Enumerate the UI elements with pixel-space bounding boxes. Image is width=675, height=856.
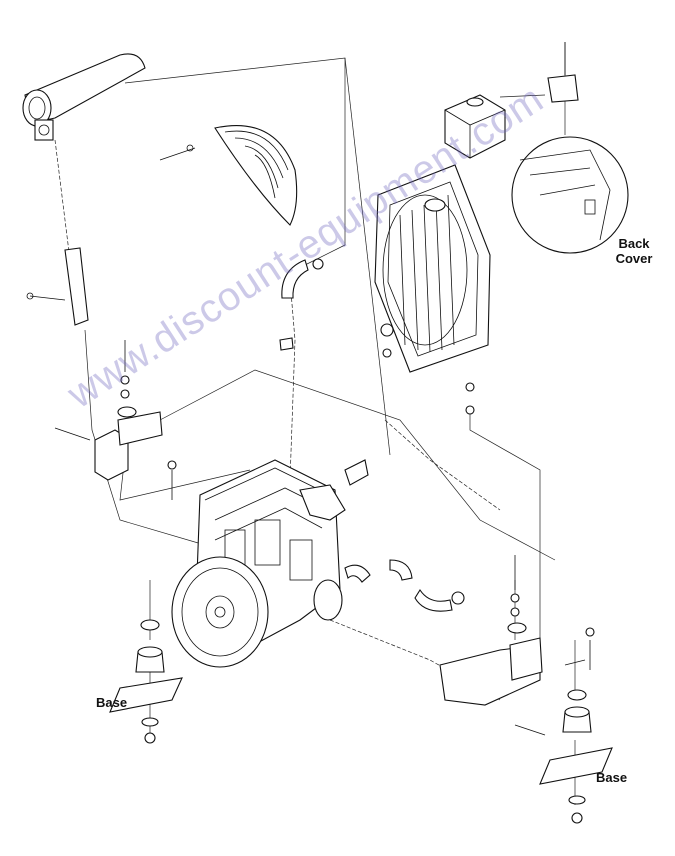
radiator (374, 164, 491, 415)
exhaust-bracket (26, 247, 89, 326)
coolant-reservoir (444, 42, 579, 159)
back-cover-label: Back Cover (615, 236, 653, 266)
left-base-mount (109, 619, 183, 744)
base-label-right: Base (596, 770, 628, 785)
right-mount-hardware (439, 555, 595, 736)
base-label-left: Base (96, 695, 128, 710)
diesel-engine (171, 459, 369, 668)
lower-hoses (344, 559, 465, 612)
back-cover-detail (511, 136, 629, 254)
right-base-mount (539, 689, 613, 824)
muffler (22, 53, 146, 141)
left-mount-hardware (54, 340, 177, 500)
upper-hose (279, 258, 324, 351)
fan-guard (159, 124, 298, 226)
